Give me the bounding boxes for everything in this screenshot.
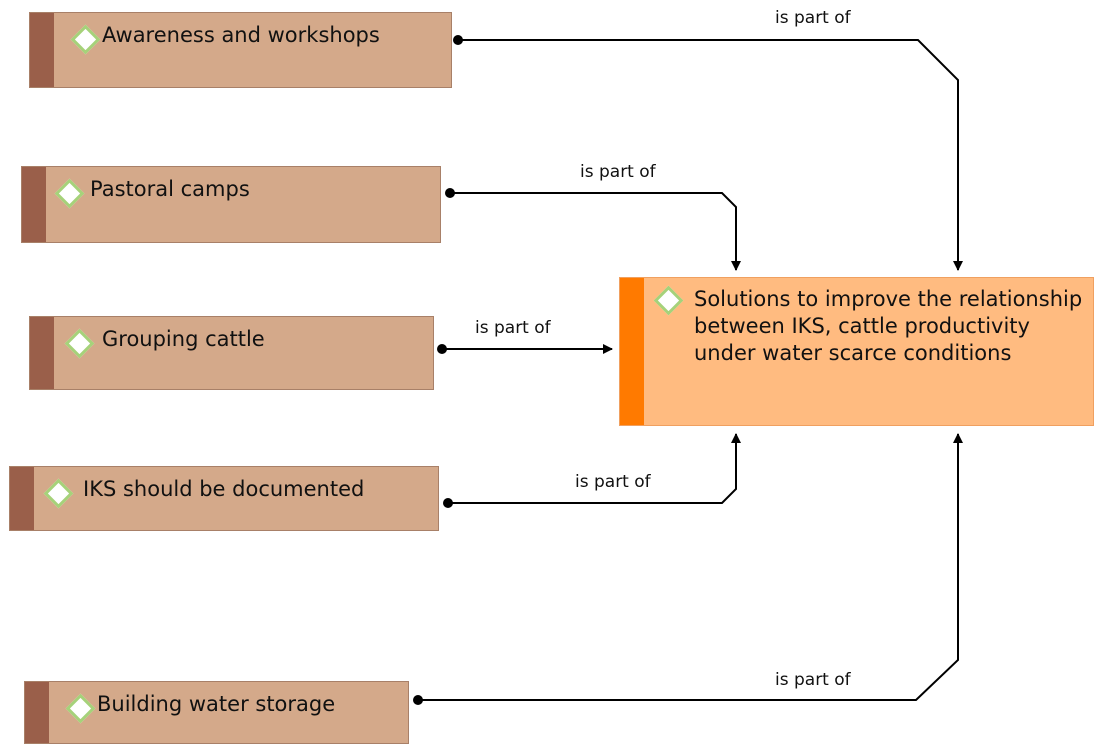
diamond-icon	[65, 693, 96, 724]
node-awareness-bar	[30, 13, 54, 87]
node-pastoral-label: Pastoral camps	[90, 177, 250, 201]
node-grouping-label: Grouping cattle	[102, 327, 265, 351]
connector-grouping-dot	[437, 344, 447, 354]
edge-label-grouping: is part of	[475, 318, 551, 338]
node-grouping-bar	[30, 317, 54, 389]
node-grouping[interactable]: Grouping cattle	[29, 316, 434, 390]
node-documented[interactable]: IKS should be documented	[9, 466, 439, 531]
node-awareness[interactable]: Awareness and workshops	[29, 12, 452, 88]
node-storage[interactable]: Building water storage	[24, 681, 409, 744]
node-pastoral[interactable]: Pastoral camps	[21, 166, 441, 243]
connector-storage-dot	[413, 695, 423, 705]
node-awareness-label: Awareness and workshops	[102, 23, 380, 47]
connector-awareness	[458, 39, 963, 271]
connector-pastoral-dot	[445, 188, 455, 198]
connector-documented-dot	[443, 498, 453, 508]
node-storage-label: Building water storage	[97, 692, 336, 716]
diamond-icon	[43, 478, 74, 509]
node-solutions-label: Solutions to improve the relationship be…	[694, 287, 1083, 365]
connector-awareness-dot	[453, 35, 463, 45]
node-solutions[interactable]: Solutions to improve the relationship be…	[619, 277, 1094, 426]
node-documented-label: IKS should be documented	[83, 477, 365, 501]
diamond-icon	[54, 178, 85, 209]
edge-label-documented: is part of	[575, 472, 651, 492]
edge-label-storage: is part of	[775, 670, 851, 690]
node-solutions-bar	[620, 278, 644, 425]
connector-pastoral	[450, 192, 741, 271]
diamond-icon	[70, 24, 101, 55]
node-pastoral-bar	[22, 167, 46, 242]
edge-label-awareness: is part of	[775, 8, 851, 28]
node-documented-bar	[10, 467, 34, 530]
diamond-icon	[64, 328, 95, 359]
connector-storage	[418, 433, 963, 701]
diamond-icon	[653, 285, 684, 316]
edge-label-pastoral: is part of	[580, 162, 656, 182]
connector-documented	[448, 433, 741, 504]
node-storage-bar	[25, 682, 49, 743]
